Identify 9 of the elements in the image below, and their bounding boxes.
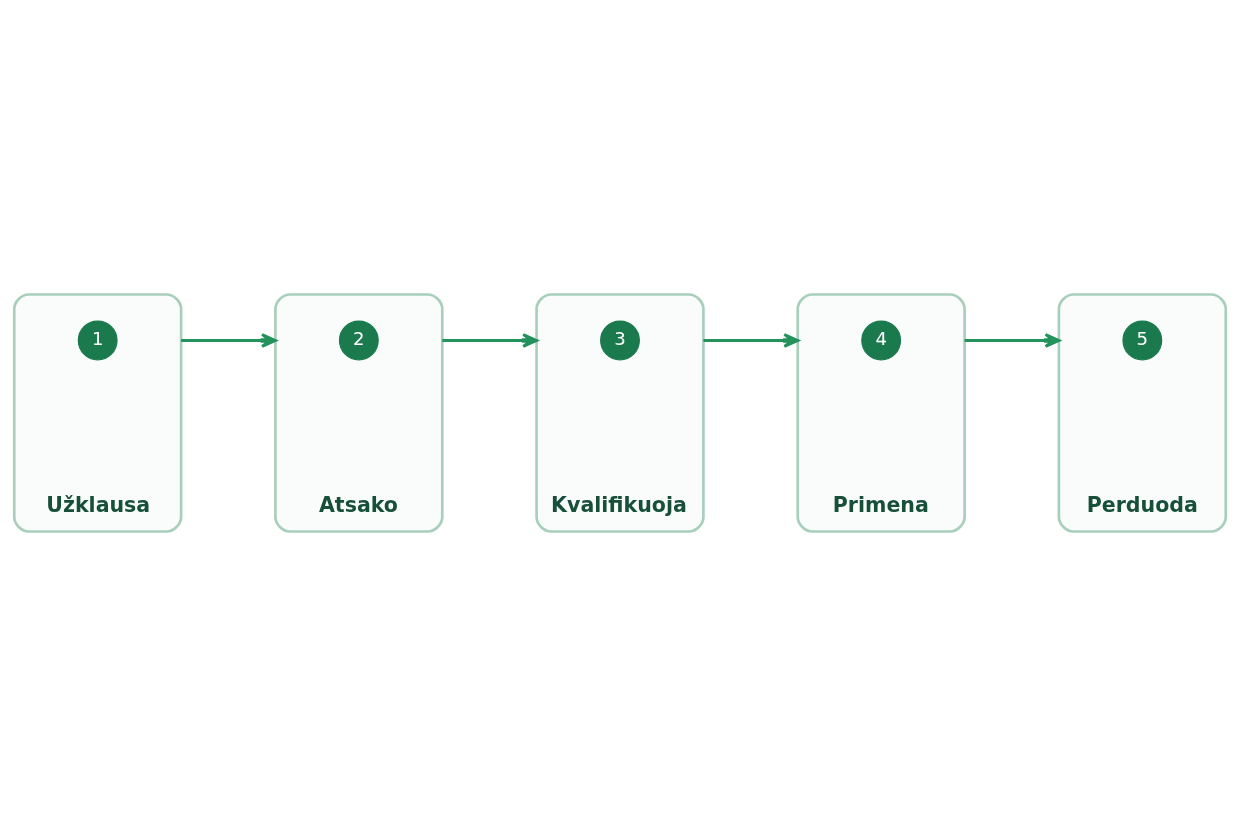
node-circle: 2 bbox=[338, 320, 379, 361]
node-circle: 1 bbox=[77, 320, 118, 361]
arrow bbox=[181, 333, 277, 348]
node-circle: 3 bbox=[600, 320, 640, 361]
arrow bbox=[964, 333, 1061, 348]
node-circle: 5 bbox=[1122, 320, 1163, 361]
arrow bbox=[703, 333, 800, 348]
arrow bbox=[442, 333, 539, 348]
node-circle: 4 bbox=[861, 320, 902, 361]
